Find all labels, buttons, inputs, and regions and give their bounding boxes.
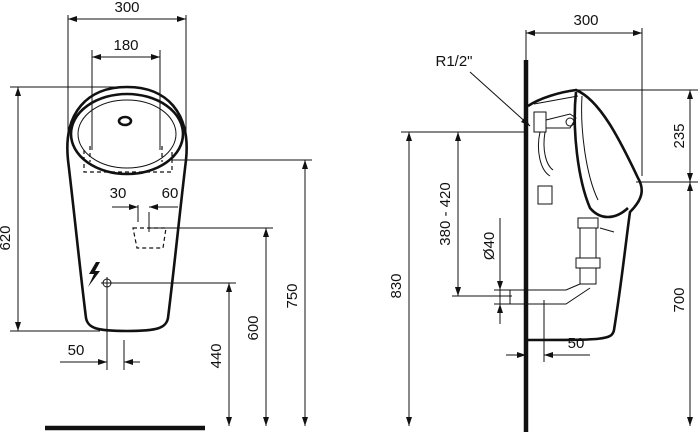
flush-valve: [533, 111, 577, 177]
side-depth-label: 300: [573, 12, 598, 29]
side-outlet-height-label: 700: [671, 287, 688, 312]
front-outlet-height-label: 600: [245, 315, 262, 340]
front-view: 300 180 30 60 620 50 440: [0, 0, 312, 431]
front-inlet-width-label: 180: [113, 37, 138, 54]
side-thread-label: R1/2": [435, 53, 472, 70]
front-hidden-box: [83, 150, 173, 173]
side-top-edge: [533, 95, 579, 105]
front-bowl-inner: [77, 99, 177, 169]
side-total-height-label: 830: [388, 273, 405, 298]
side-thread-leader: [469, 71, 531, 127]
front-offset-left-label: 30: [110, 185, 127, 202]
front-power-height-label: 440: [208, 343, 225, 368]
side-inlet-height-label: 235: [671, 123, 688, 148]
side-bowl-inner: [573, 91, 629, 219]
front-power-offset-label: 50: [68, 342, 85, 359]
side-view: R1/2" 300 235 700 830 380 - 420: [388, 12, 698, 432]
side-inlet-range-label: 380 - 420: [437, 182, 454, 245]
power-supply-icon: [88, 262, 113, 289]
side-outlet-offset-label: 50: [568, 335, 585, 352]
front-bowl-rim: [69, 92, 185, 176]
side-connector: [537, 185, 553, 205]
front-width-label: 300: [114, 0, 139, 16]
front-body-height-label: 620: [0, 225, 14, 250]
waste-pipe: [509, 217, 615, 305]
front-flush-hole: [117, 115, 133, 127]
side-urinal-body: [525, 88, 644, 342]
front-offset-right-label: 60: [162, 185, 179, 202]
side-pipe-diameter-label: Ø40: [481, 232, 498, 260]
front-top-height-label: 750: [284, 283, 301, 308]
side-bowl-inner2: [581, 95, 599, 201]
